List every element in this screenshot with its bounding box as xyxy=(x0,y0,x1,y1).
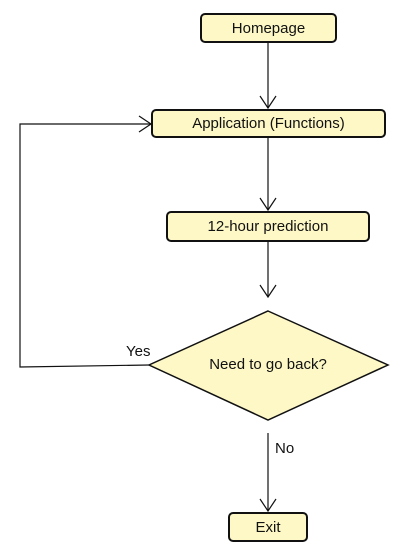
edge-label-no: No xyxy=(275,440,295,457)
node-exit: Exit xyxy=(228,512,308,542)
arrowhead-application xyxy=(259,95,277,110)
edge-label-yes: Yes xyxy=(126,343,151,360)
node-application: Application (Functions) xyxy=(151,109,386,138)
arrowhead-exit xyxy=(259,498,277,513)
node-prediction: 12-hour prediction xyxy=(166,211,370,242)
decision-diamond xyxy=(147,310,390,421)
arrowhead-decision xyxy=(259,284,277,299)
node-homepage: Homepage xyxy=(200,13,337,43)
node-decision-label: Need to go back? xyxy=(209,356,327,373)
connector-yes-loop xyxy=(19,123,151,368)
arrowhead-prediction xyxy=(259,197,277,212)
